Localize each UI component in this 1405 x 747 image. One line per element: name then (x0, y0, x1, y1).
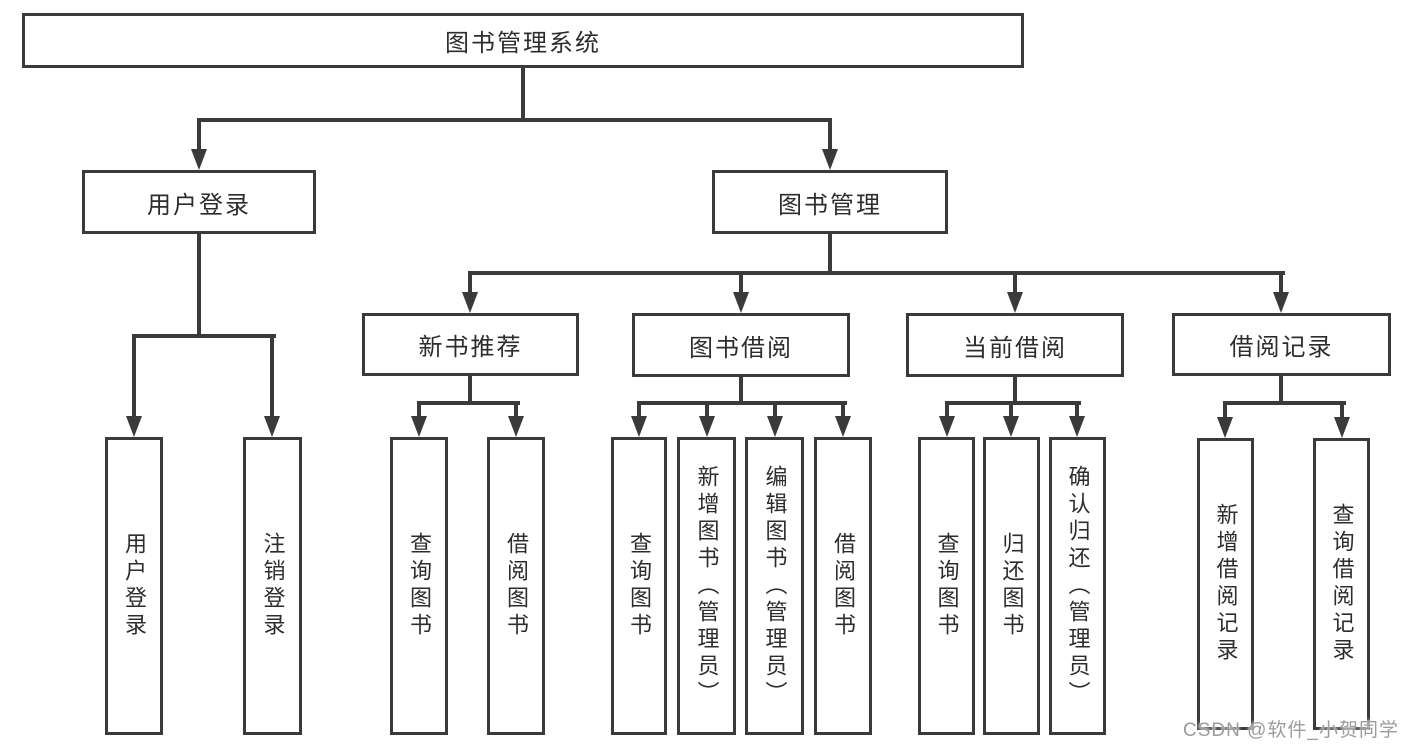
node-book-management-label: 图书管理 (778, 191, 882, 219)
connector-drop-query-books-recommend (417, 401, 421, 419)
connector-current-borrow-hline (945, 401, 1081, 405)
arrow-return-books (1003, 416, 1019, 437)
connector-book-management-stem (828, 234, 832, 275)
node-leaf-edit-books-admin-label: 编辑图书（管理员） (762, 464, 788, 708)
node-leaf-query-books-current-label: 查询图书 (934, 532, 960, 640)
connector-drop-new-book-recommend (468, 271, 472, 296)
arrow-new-book-recommend (462, 292, 478, 313)
connector-drop-return-books (1009, 401, 1013, 419)
connector-drop-leaf-logout (270, 334, 274, 420)
arrow-confirm-return-admin (1069, 416, 1085, 437)
connector-root-stem (521, 68, 525, 122)
node-leaf-user-login-label: 用户登录 (122, 532, 147, 640)
arrow-query-books-borrow (631, 416, 647, 437)
arrow-borrow-books (835, 416, 851, 437)
node-leaf-confirm-return-admin-label: 确认归还（管理员） (1065, 464, 1091, 708)
node-leaf-borrow-books-recommend-label: 借阅图书 (504, 532, 529, 640)
connector-drop-borrow-books (841, 401, 845, 419)
node-root: 图书管理系统 (22, 13, 1024, 68)
node-user-login-label: 用户登录 (147, 191, 251, 219)
connector-level3-hline (468, 271, 1285, 275)
connector-user-login-hline (132, 334, 276, 338)
node-book-borrow-label: 图书借阅 (689, 334, 793, 362)
node-root-label: 图书管理系统 (445, 30, 601, 57)
connector-level2-hline (197, 118, 832, 122)
arrow-query-borrow-record (1334, 417, 1350, 438)
node-leaf-add-borrow-record: 新增借阅记录 (1197, 438, 1254, 730)
connector-borrow-records-hline (1223, 401, 1346, 405)
node-user-login: 用户登录 (82, 170, 316, 234)
node-current-borrow: 当前借阅 (906, 313, 1124, 377)
watermark: CSDN @软件_小贺同学 (1183, 720, 1399, 741)
node-book-management: 图书管理 (712, 170, 948, 234)
connector-drop-add-books-admin (705, 401, 709, 419)
node-leaf-query-books-borrow: 查询图书 (611, 437, 667, 735)
connector-new-book-recommend-hline (417, 401, 520, 405)
node-leaf-add-books-admin-label: 新增图书（管理员） (694, 464, 720, 708)
connector-book-borrow-hline (637, 401, 847, 405)
connector-drop-book-management (828, 118, 832, 152)
node-leaf-borrow-books-recommend: 借阅图书 (487, 437, 545, 735)
connector-drop-query-borrow-record (1340, 401, 1344, 419)
connector-new-book-recommend-stem (468, 376, 472, 405)
arrow-leaf-logout (264, 416, 280, 437)
node-leaf-query-books-borrow-label: 查询图书 (627, 532, 652, 640)
node-current-borrow-label: 当前借阅 (963, 334, 1067, 362)
connector-book-borrow-stem (739, 377, 743, 405)
connector-drop-edit-books-admin (773, 401, 777, 419)
arrow-book-management (822, 149, 838, 170)
connector-drop-current-borrow (1013, 271, 1017, 296)
node-leaf-return-books-label: 归还图书 (999, 532, 1025, 640)
node-leaf-borrow-books-label: 借阅图书 (831, 532, 856, 640)
connector-drop-user-login (197, 118, 201, 152)
connector-drop-add-borrow-record (1223, 401, 1227, 419)
arrow-add-borrow-record (1217, 417, 1233, 438)
node-leaf-logout: 注销登录 (243, 437, 302, 735)
arrow-query-books-current (939, 416, 955, 437)
arrow-edit-books-admin (767, 416, 783, 437)
node-leaf-query-books-current: 查询图书 (918, 437, 975, 735)
node-new-book-recommend-label: 新书推荐 (418, 334, 523, 361)
node-leaf-add-books-admin: 新增图书（管理员） (677, 437, 736, 735)
node-leaf-add-borrow-record-label: 新增借阅记录 (1213, 503, 1239, 665)
connector-borrow-records-stem (1279, 376, 1283, 405)
connector-user-login-stem (197, 234, 201, 338)
node-leaf-query-borrow-record-label: 查询借阅记录 (1329, 503, 1355, 665)
node-leaf-query-books-recommend-label: 查询图书 (407, 532, 432, 640)
connector-drop-borrow-books-recommend (514, 401, 518, 419)
connector-drop-confirm-return-admin (1075, 401, 1079, 419)
node-leaf-confirm-return-admin: 确认归还（管理员） (1049, 437, 1106, 735)
arrow-leaf-user-login (126, 416, 142, 437)
connector-drop-book-borrow (739, 271, 743, 296)
node-leaf-query-borrow-record: 查询借阅记录 (1313, 438, 1370, 730)
arrow-borrow-books-recommend (508, 416, 524, 437)
node-borrow-records-label: 借阅记录 (1229, 334, 1334, 361)
node-book-borrow: 图书借阅 (632, 313, 850, 377)
connector-drop-query-books-borrow (637, 401, 641, 419)
arrow-user-login (191, 149, 207, 170)
arrow-book-borrow (733, 292, 749, 313)
arrow-query-books-recommend (411, 416, 427, 437)
node-new-book-recommend: 新书推荐 (362, 313, 579, 376)
node-leaf-borrow-books: 借阅图书 (814, 437, 872, 735)
node-leaf-return-books: 归还图书 (983, 437, 1040, 735)
connector-drop-leaf-user-login (132, 334, 136, 420)
connector-drop-borrow-records (1279, 271, 1283, 296)
connector-current-borrow-stem (1013, 377, 1017, 405)
node-leaf-edit-books-admin: 编辑图书（管理员） (745, 437, 804, 735)
arrow-current-borrow (1007, 292, 1023, 313)
arrow-borrow-records (1273, 292, 1289, 313)
node-leaf-query-books-recommend: 查询图书 (390, 437, 448, 735)
arrow-add-books-admin (699, 416, 715, 437)
connector-drop-query-books-current (945, 401, 949, 419)
node-leaf-logout-label: 注销登录 (260, 532, 286, 640)
node-leaf-user-login: 用户登录 (105, 437, 163, 735)
node-borrow-records: 借阅记录 (1172, 313, 1391, 376)
